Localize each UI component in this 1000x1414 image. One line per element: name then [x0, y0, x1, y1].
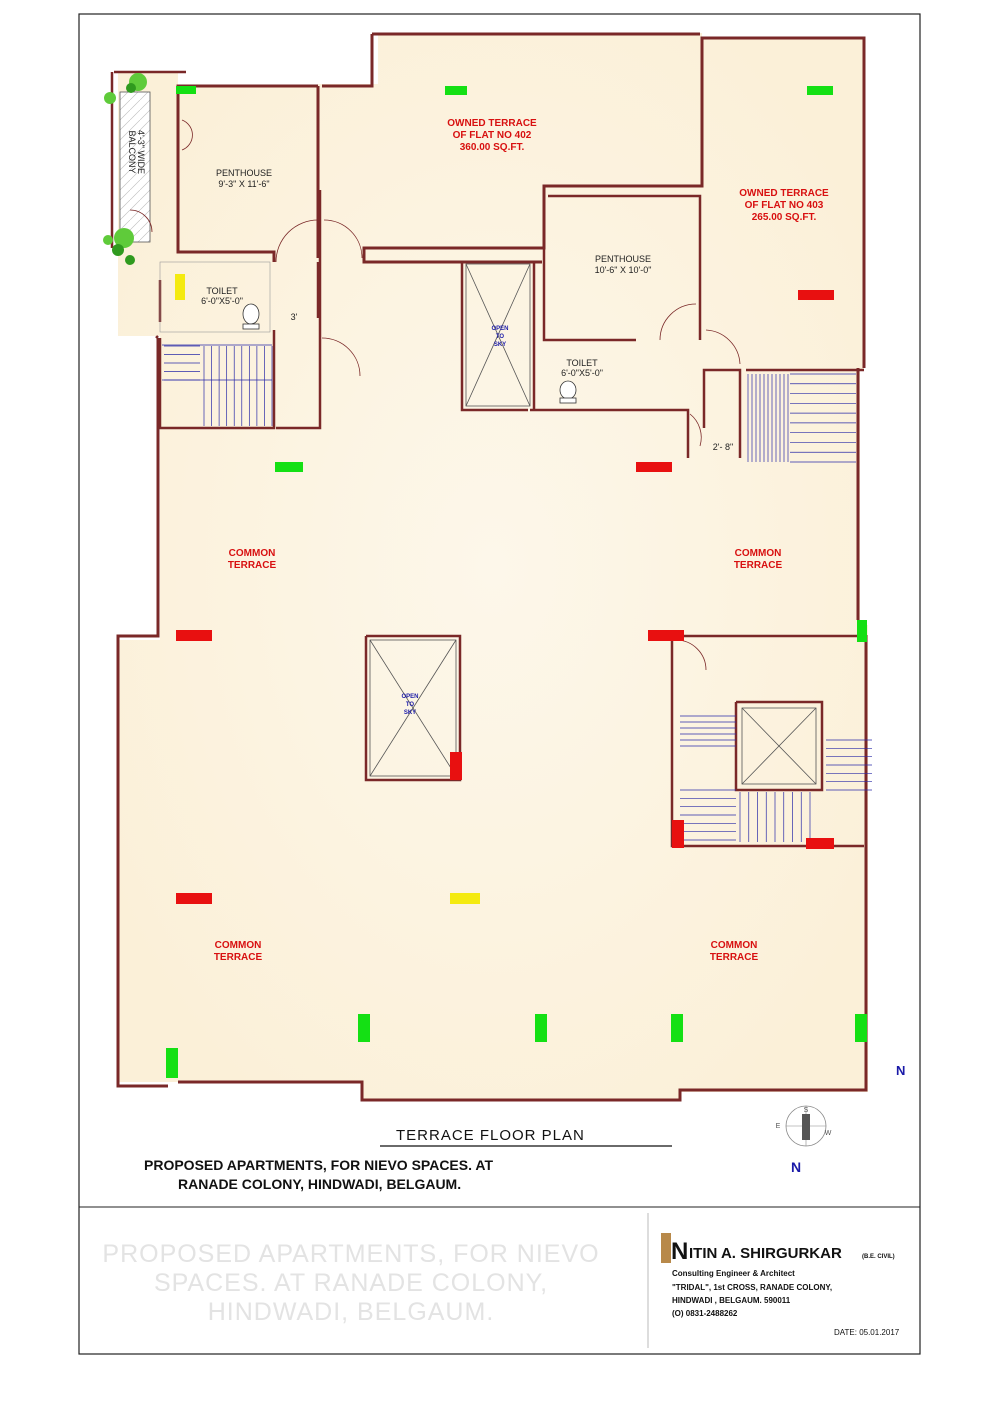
- marker-red: [648, 630, 684, 641]
- marker-yellow: [175, 274, 185, 300]
- outer-walls: [116, 32, 868, 1102]
- marker-green: [855, 1014, 867, 1042]
- toilet-fixtures: [242, 303, 577, 404]
- marker-green: [275, 462, 303, 472]
- marker-green: [807, 86, 833, 95]
- marker-green: [445, 86, 467, 95]
- marker-green: [535, 1014, 547, 1042]
- plan-subtitle-line2: RANADE COLONY, HINDWADI, BELGAUM.: [178, 1176, 461, 1192]
- marker-red: [450, 752, 462, 780]
- plant-icons: [103, 73, 147, 265]
- compass-n-label: N: [791, 1159, 801, 1175]
- marker-green: [166, 1048, 178, 1078]
- compass-w: W: [825, 1130, 832, 1137]
- firm-line-3: HINDWADI , BELGAUM. 590011: [672, 1296, 791, 1305]
- marker-green: [176, 86, 196, 94]
- lift-shaft: [741, 707, 817, 785]
- marker-yellow: [450, 893, 480, 904]
- stair-right: [747, 373, 856, 463]
- sheet-border: [78, 13, 921, 1355]
- firm-name: ITIN A. SHIRGURKAR: [689, 1245, 842, 1262]
- plan-subtitle-line1: PROPOSED APARTMENTS, FOR NIEVO SPACES. A…: [144, 1157, 493, 1173]
- plan-title: TERRACE FLOOR PLAN: [396, 1127, 585, 1144]
- label-dim-left: 3': [291, 312, 298, 322]
- open-sky-top-shaft: [465, 263, 531, 407]
- balcony-deck: [119, 91, 151, 243]
- marker-green: [857, 620, 867, 642]
- marker-layer: [166, 86, 867, 1078]
- compass-s: S: [804, 1107, 809, 1114]
- label-balcony: 4'-3" WIDEBALCONY: [127, 130, 146, 174]
- firm-initial: N: [671, 1238, 688, 1265]
- label-dim-right: 2'- 8": [713, 442, 733, 452]
- firm-line-1: Consulting Engineer & Architect: [672, 1269, 795, 1278]
- drawing-date: DATE: 05.01.2017: [834, 1328, 900, 1337]
- watermark-text: PROPOSED APARTMENTS, FOR NIEVO SPACES. A…: [102, 1240, 599, 1326]
- firm-line-2: "TRIDAL", 1st CROSS, RANADE COLONY,: [672, 1283, 832, 1292]
- stair-center: [680, 715, 872, 842]
- svg-text:PROPOSED APARTMENTS, FOR NIEVO: PROPOSED APARTMENTS, FOR NIEVO: [102, 1240, 599, 1268]
- marker-red: [798, 290, 834, 300]
- marker-red: [806, 838, 834, 849]
- compass-e: E: [776, 1123, 781, 1130]
- svg-text:SPACES. AT RANADE COLONY,: SPACES. AT RANADE COLONY,: [154, 1269, 548, 1297]
- svg-text:HINDWADI, BELGAUM.: HINDWADI, BELGAUM.: [208, 1298, 495, 1326]
- marker-red: [672, 820, 684, 848]
- door-swings: [129, 119, 741, 671]
- open-sky-center-shaft: [369, 639, 457, 777]
- marker-green: [358, 1014, 370, 1042]
- marker-red: [176, 630, 212, 641]
- marker-green: [671, 1014, 683, 1042]
- firm-logo-block: [661, 1233, 671, 1263]
- north-label: N: [896, 1063, 905, 1078]
- toilet-left-floor: [159, 261, 271, 333]
- marker-red: [176, 893, 212, 904]
- firm-degree: (B.E. CIVIL): [862, 1254, 895, 1260]
- compass-icon: S E W: [776, 1105, 832, 1147]
- marker-red: [636, 462, 672, 472]
- firm-line-4: (O) 0831-2488262: [672, 1309, 738, 1318]
- stair-left: [162, 344, 273, 426]
